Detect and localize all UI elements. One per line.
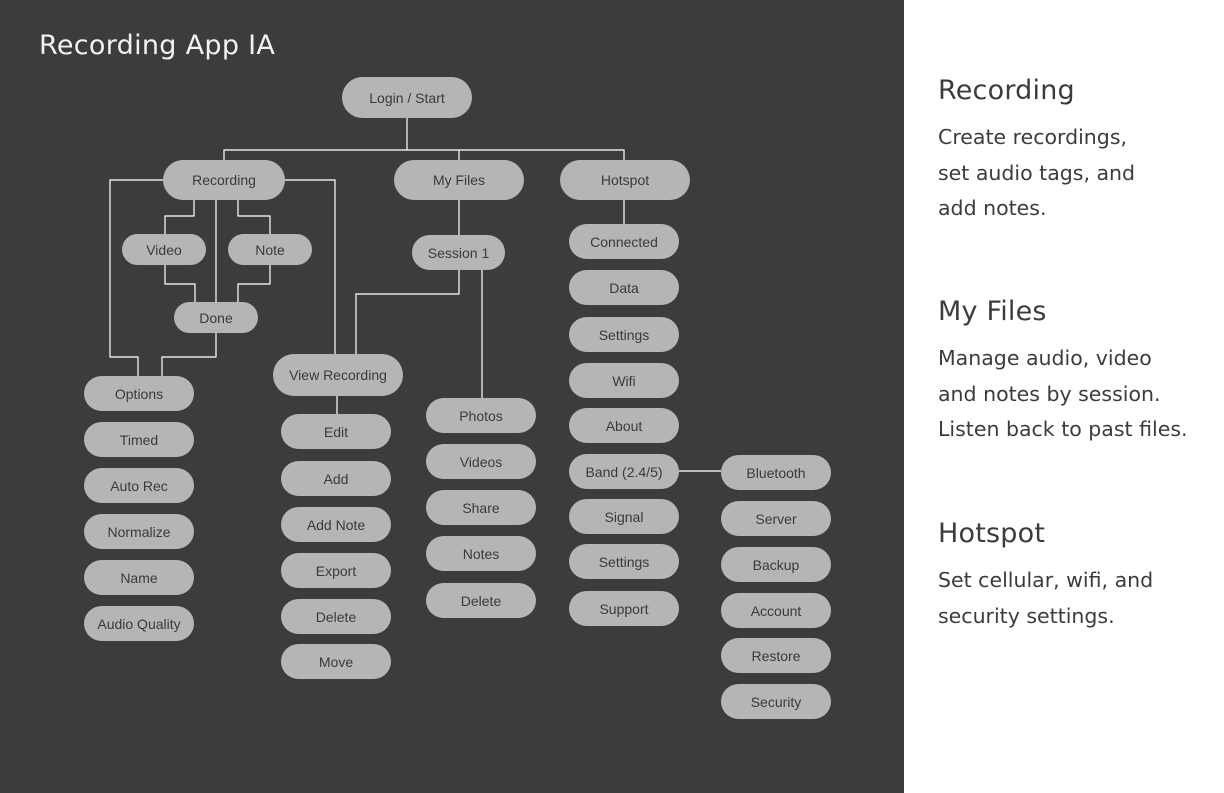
node-about[interactable]: About [569, 408, 679, 443]
node-note[interactable]: Note [228, 234, 312, 265]
node-video[interactable]: Video [122, 234, 206, 265]
connector-top-bar [223, 149, 625, 160]
diagram-panel: Recording App IA Login / Start Recording… [0, 0, 904, 793]
connector-lines [109, 118, 721, 472]
node-recording[interactable]: Recording [163, 160, 285, 200]
node-band[interactable]: Band (2.4/5) [569, 454, 679, 489]
node-videos[interactable]: Videos [426, 444, 536, 479]
section-description: Create recordings, set audio tags, and a… [938, 125, 1136, 220]
node-photos[interactable]: Photos [426, 398, 536, 433]
node-support[interactable]: Support [569, 591, 679, 626]
node-server[interactable]: Server [721, 501, 831, 536]
node-add[interactable]: Add [281, 461, 391, 496]
node-hotspot[interactable]: Hotspot [560, 160, 690, 200]
connector-recording-options-center [161, 200, 217, 376]
node-my-files[interactable]: My Files [394, 160, 524, 200]
node-delete-files[interactable]: Delete [426, 583, 536, 618]
node-add-note[interactable]: Add Note [281, 507, 391, 542]
node-move[interactable]: Move [281, 644, 391, 679]
connector-session-viewrec [355, 270, 460, 354]
section-recording: Recording Create recordings, set audio t… [938, 75, 1220, 227]
section-description: Set cellular, wifi, and security setting… [938, 568, 1154, 628]
section-heading: Hotspot [938, 518, 1046, 549]
node-wifi[interactable]: Wifi [569, 363, 679, 398]
node-backup[interactable]: Backup [721, 547, 831, 582]
section-heading: Recording [938, 75, 1075, 106]
node-timed[interactable]: Timed [84, 422, 194, 457]
section-my-files: My Files Manage audio, video and notes b… [938, 296, 1220, 448]
connector-recording-video [164, 200, 195, 234]
node-account[interactable]: Account [721, 593, 831, 628]
node-settings-1[interactable]: Settings [569, 317, 679, 352]
diagram-title: Recording App IA [39, 30, 276, 61]
node-data[interactable]: Data [569, 270, 679, 305]
section-heading: My Files [938, 296, 1047, 327]
section-description: Manage audio, video and notes by session… [938, 346, 1188, 441]
node-delete-recording[interactable]: Delete [281, 599, 391, 634]
node-normalize[interactable]: Normalize [84, 514, 194, 549]
node-name[interactable]: Name [84, 560, 194, 595]
node-connected[interactable]: Connected [569, 224, 679, 259]
node-notes[interactable]: Notes [426, 536, 536, 571]
section-hotspot: Hotspot Set cellular, wifi, and security… [938, 518, 1220, 634]
node-auto-rec[interactable]: Auto Rec [84, 468, 194, 503]
node-done[interactable]: Done [174, 302, 258, 333]
node-login-start[interactable]: Login / Start [342, 77, 472, 118]
node-edit[interactable]: Edit [281, 414, 391, 449]
connector-recording-note [237, 200, 271, 234]
connector-video-done [164, 265, 196, 302]
connector-note-done [237, 265, 271, 302]
node-security[interactable]: Security [721, 684, 831, 719]
node-signal[interactable]: Signal [569, 499, 679, 534]
node-export[interactable]: Export [281, 553, 391, 588]
node-share[interactable]: Share [426, 490, 536, 525]
node-restore[interactable]: Restore [721, 638, 831, 673]
description-panel: Recording Create recordings, set audio t… [904, 0, 1224, 793]
node-view-recording[interactable]: View Recording [273, 354, 403, 396]
node-audio-quality[interactable]: Audio Quality [84, 606, 194, 641]
node-settings-2[interactable]: Settings [569, 544, 679, 579]
node-options[interactable]: Options [84, 376, 194, 411]
connector-recording-options-left [109, 179, 163, 376]
node-bluetooth[interactable]: Bluetooth [721, 455, 831, 490]
node-session-1[interactable]: Session 1 [412, 235, 505, 270]
connector-recording-viewrec-right [284, 179, 336, 354]
